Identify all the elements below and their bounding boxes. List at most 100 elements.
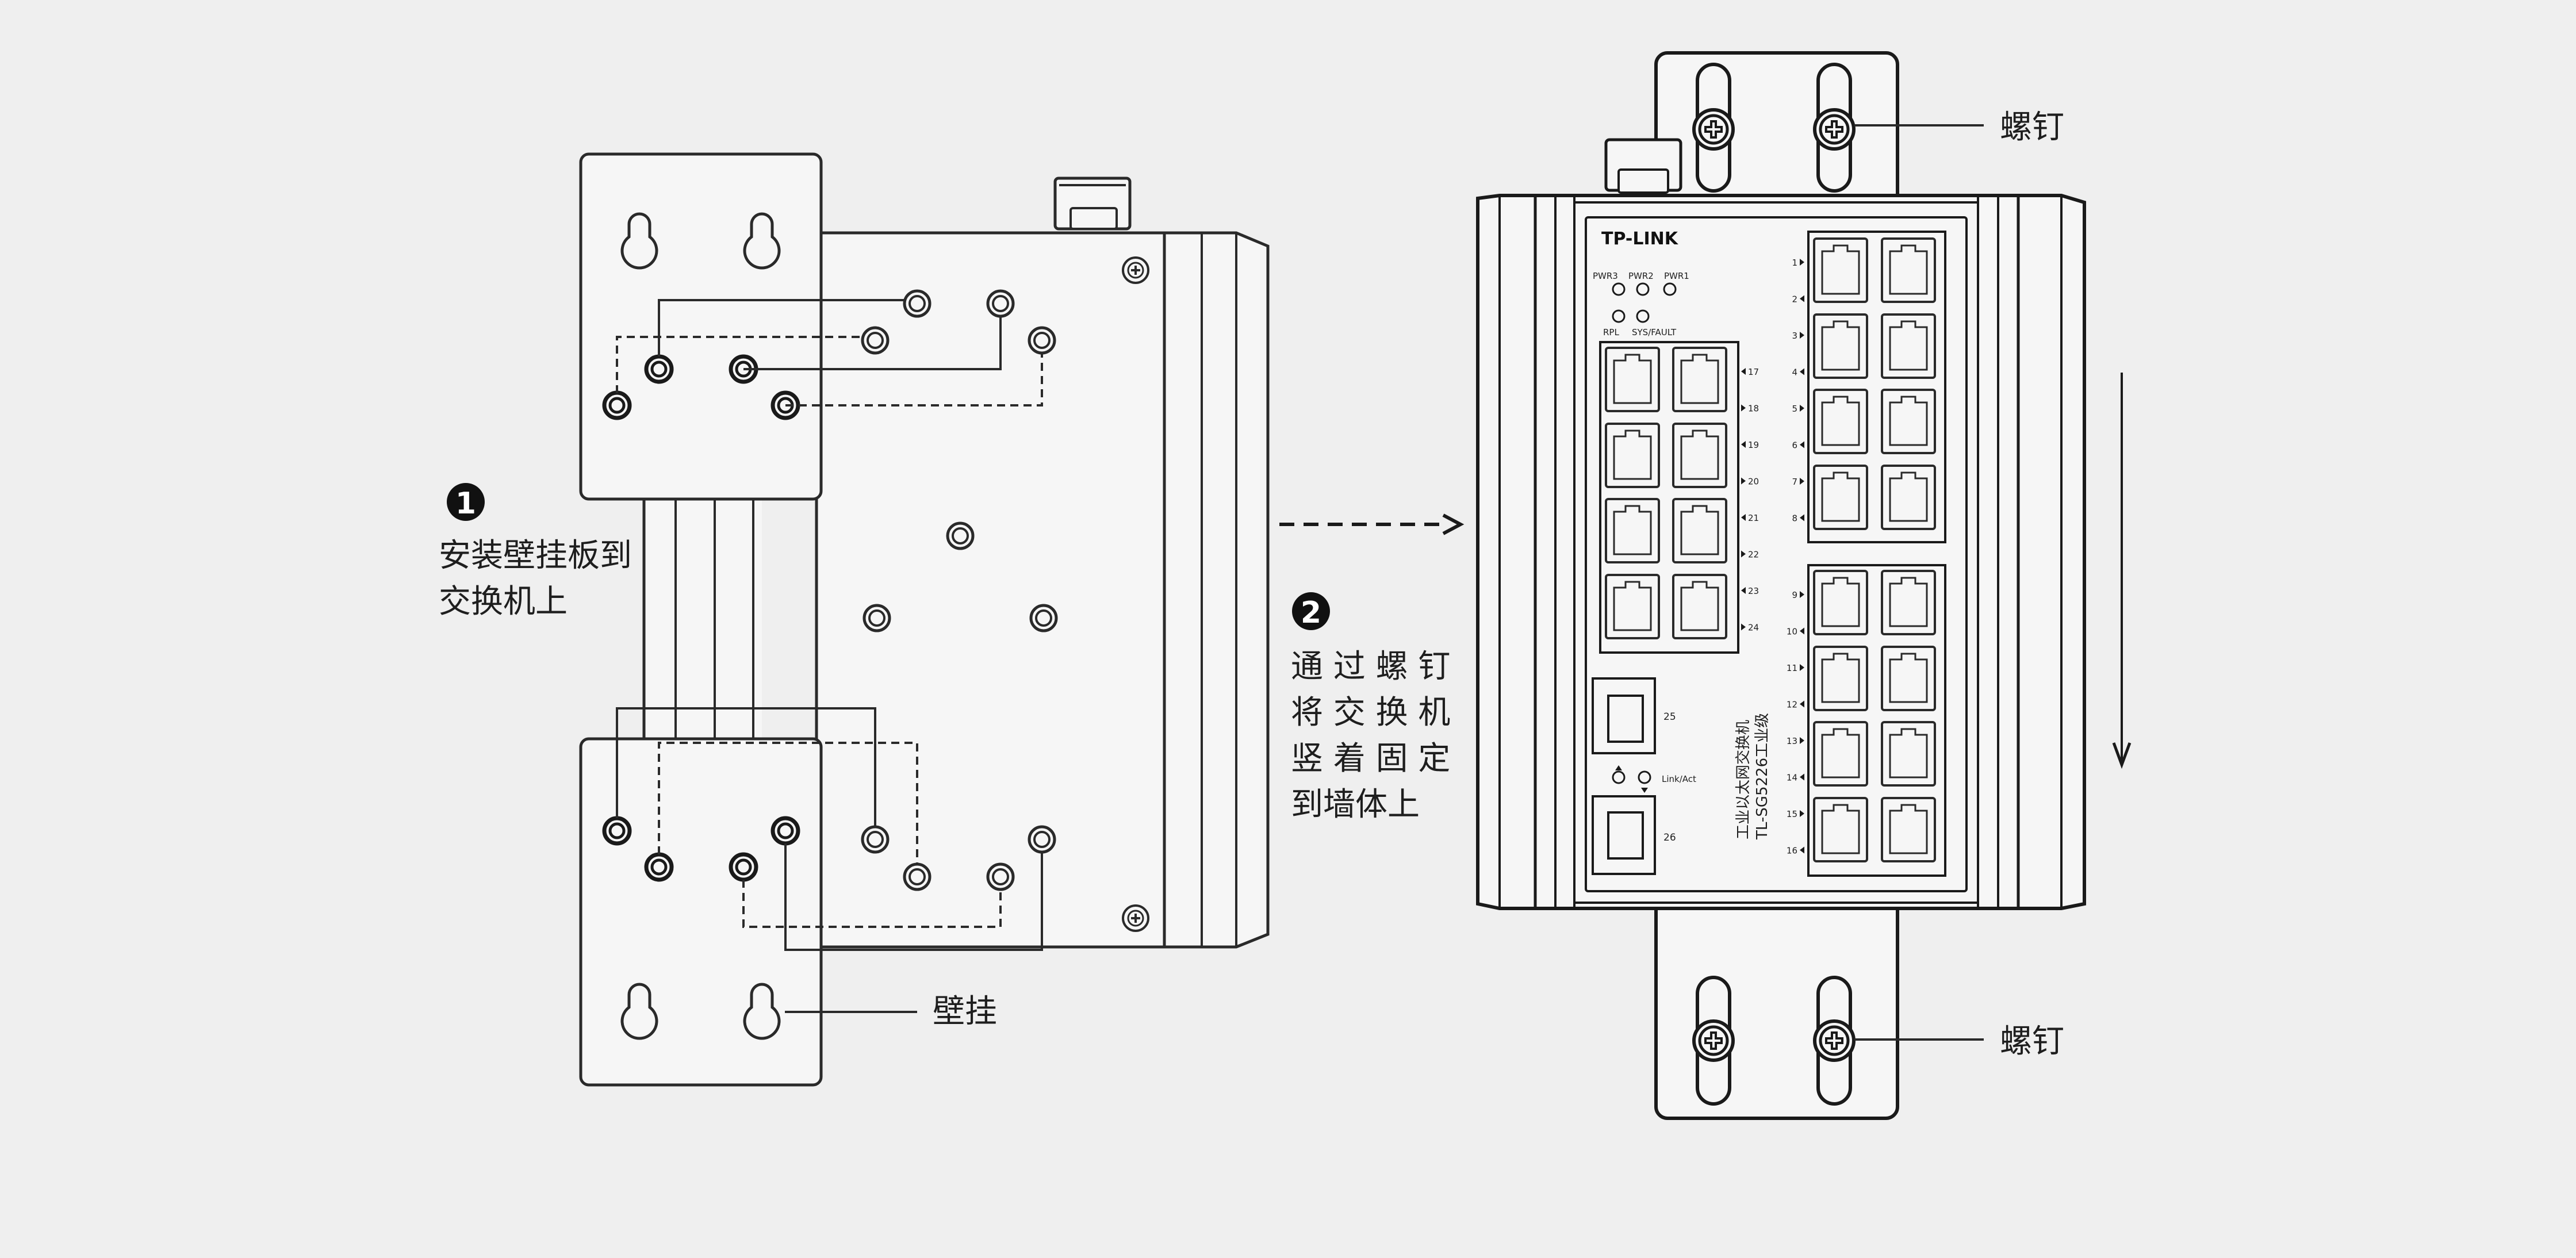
port-number-label: 6	[1792, 440, 1797, 451]
model-text-line1: TL-SG5226工业级	[1754, 713, 1771, 840]
port-direction-arrow	[1741, 587, 1746, 594]
port-direction-arrow	[1741, 441, 1746, 448]
port-number-label: 13	[1787, 736, 1797, 746]
step-2-text-line2: 将 交 换 机	[1291, 694, 1450, 731]
sfp-port-26-label: 26	[1663, 832, 1676, 843]
port-direction-arrow	[1800, 846, 1804, 854]
port-number-label: 7	[1792, 477, 1797, 487]
left-port-numbers: 17 18 19 20 21 22 23 24	[1741, 367, 1759, 633]
sfp-led-26	[1638, 770, 1651, 784]
port-number-label: 24	[1748, 623, 1759, 633]
port-number-label: 12	[1787, 700, 1797, 710]
step-2-text-line3: 竖 着 固 定	[1291, 740, 1450, 777]
port-block-17-24	[1599, 341, 1739, 654]
step-1-text-line1: 安装壁挂板到	[439, 537, 632, 574]
led-label-pwr1: PWR1	[1664, 271, 1689, 281]
led-sys-fault	[1636, 309, 1650, 323]
bottom-right-screw	[1815, 1021, 1854, 1060]
port-direction-arrow	[1741, 550, 1746, 558]
top-right-screw	[1815, 110, 1854, 149]
port-number-label: 3	[1792, 331, 1797, 341]
led-rpl	[1612, 309, 1626, 323]
port-block-1-8	[1807, 231, 1946, 543]
step-2-text-line1: 通 过 螺 钉	[1291, 648, 1450, 685]
led-pwr1	[1663, 282, 1677, 296]
svg-text:工业以太网交换机: 工业以太网交换机	[1735, 720, 1752, 839]
port-direction-arrow	[1800, 405, 1804, 412]
port-number-label: 4	[1792, 367, 1797, 378]
led-label-sys-fault: SYS/FAULT	[1632, 327, 1677, 337]
wall-mount-callout: 壁挂	[933, 993, 997, 1030]
port-direction-arrow	[1741, 514, 1746, 521]
port-direction-arrow	[1800, 737, 1804, 744]
port-number-label: 10	[1787, 627, 1797, 637]
port-direction-arrow	[1800, 514, 1804, 521]
port-direction-arrow	[1800, 664, 1804, 671]
link-act-label: Link/Act	[1662, 774, 1696, 784]
port-number-label: 11	[1787, 663, 1797, 673]
step-2-number: 2	[1301, 596, 1321, 630]
step-1-number: 1	[455, 486, 476, 521]
upper-wall-mount-plate	[579, 152, 1055, 501]
step-2-text-line4: 到墙体上	[1291, 786, 1420, 823]
svg-text:TL-SG5226工业级: TL-SG5226工业级	[1754, 713, 1771, 840]
port-number-label: 17	[1748, 367, 1759, 377]
port-number-label: 15	[1787, 809, 1797, 819]
led-pwr2	[1636, 282, 1650, 296]
step-2-badge: 2	[1292, 592, 1330, 630]
port-direction-arrow	[1800, 441, 1804, 448]
led-label-pwr3: PWR3	[1593, 271, 1618, 281]
port-number-label: 9	[1792, 590, 1797, 600]
front-panel-labels: TP-LINK PWR3 PWR2 PWR1 RPL SYS/FAULT	[1593, 229, 1689, 337]
sfp-port-25-label: 25	[1663, 711, 1676, 723]
led-label-rpl: RPL	[1603, 327, 1619, 337]
screw-top-callout: 螺钉	[2000, 109, 2064, 146]
port-direction-arrow	[1741, 623, 1746, 631]
bottom-mounting-bracket	[1654, 908, 1899, 1120]
port-direction-arrow	[1800, 368, 1804, 375]
port-direction-arrow	[1800, 810, 1804, 817]
port-number-label: 22	[1748, 550, 1759, 560]
transition-arrow	[1279, 513, 1465, 535]
port-direction-arrow	[1800, 332, 1804, 339]
step-1-badge: 1	[447, 483, 485, 521]
port-direction-arrow	[1741, 404, 1746, 412]
port-direction-arrow	[1800, 478, 1804, 485]
downward-direction-arrow	[2112, 373, 2132, 769]
port-number-label: 21	[1748, 513, 1759, 523]
port-number-label: 2	[1792, 294, 1797, 305]
front-top-connector	[1604, 138, 1682, 194]
led-label-pwr2: PWR2	[1628, 271, 1654, 281]
bottom-left-screw	[1694, 1021, 1733, 1060]
port-direction-arrow	[1800, 773, 1804, 781]
model-text-line2: 工业以太网交换机	[1735, 720, 1752, 839]
sfp-ports: 25 Link/Act 26	[1592, 677, 1696, 875]
port-direction-arrow	[1800, 259, 1804, 266]
port-number-label: 5	[1792, 404, 1797, 414]
brand-logo: TP-LINK	[1601, 229, 1679, 249]
port-direction-arrow	[1741, 368, 1746, 375]
step-1-text-line2: 交换机上	[439, 583, 568, 620]
port-direction-arrow	[1800, 591, 1804, 598]
port-direction-arrow	[1800, 700, 1804, 708]
top-mounting-bracket	[1654, 51, 1899, 198]
screw-bottom-callout: 螺钉	[2000, 1023, 2064, 1060]
port-number-label: 18	[1748, 404, 1759, 414]
port-number-label: 8	[1792, 513, 1797, 524]
port-direction-arrow	[1741, 477, 1746, 485]
port-number-label: 20	[1748, 477, 1759, 487]
port-number-label: 23	[1748, 586, 1759, 596]
port-block-9-16	[1807, 564, 1946, 877]
port-number-label: 14	[1787, 773, 1797, 783]
port-number-label: 1	[1792, 258, 1797, 268]
port-direction-arrow	[1800, 627, 1804, 635]
port-direction-arrow	[1800, 295, 1804, 302]
port-number-label: 19	[1748, 440, 1759, 450]
led-pwr3	[1612, 282, 1626, 296]
front-view-switch	[1476, 194, 2086, 910]
sfp-led-25	[1612, 770, 1626, 784]
port-number-label: 16	[1787, 846, 1797, 856]
top-left-screw	[1694, 110, 1733, 149]
